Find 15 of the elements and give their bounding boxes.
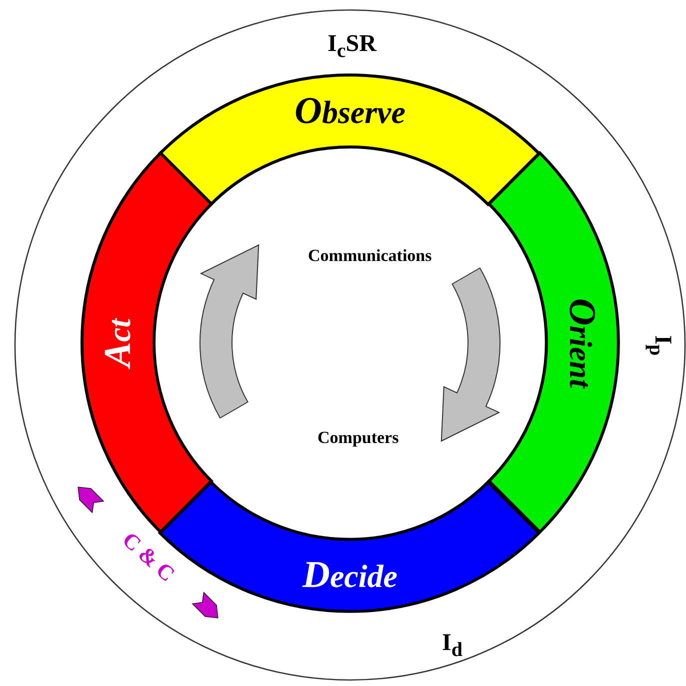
act-segment bbox=[80, 151, 214, 534]
observe-segment bbox=[158, 73, 542, 206]
center-label: Computers bbox=[318, 428, 399, 446]
segment-label: Act bbox=[99, 318, 138, 368]
center-label: Communications bbox=[308, 246, 432, 264]
decide-segment bbox=[158, 480, 542, 613]
segment-label: Decide bbox=[302, 556, 398, 594]
segment-label: Observe bbox=[294, 92, 406, 130]
orient-segment bbox=[486, 151, 620, 534]
span-label: C & C bbox=[118, 528, 178, 586]
ring-label: I$_{c}$SR bbox=[328, 32, 376, 60]
ring-label: I$_{d}$ bbox=[442, 630, 462, 660]
curved-arrow bbox=[440, 268, 500, 442]
segment-label: Orient bbox=[562, 298, 601, 388]
curved-arrow bbox=[200, 244, 260, 418]
